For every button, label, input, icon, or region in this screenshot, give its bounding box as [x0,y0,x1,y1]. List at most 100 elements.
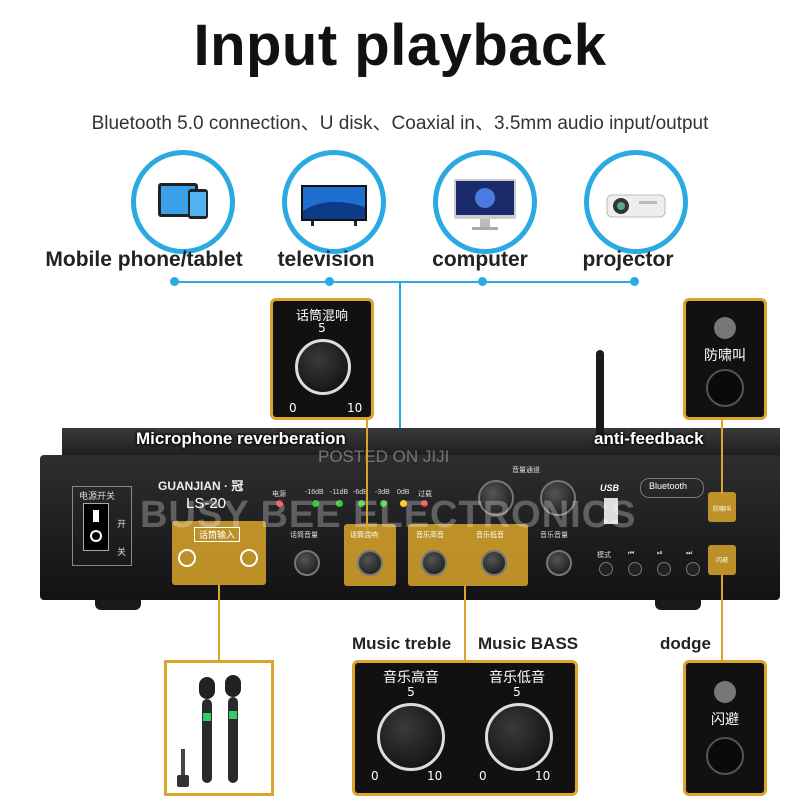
scale-min: 0 [371,769,379,783]
next-button[interactable] [686,562,700,576]
watermark-posted: POSTED ON JIJI [318,447,450,466]
scale-max: 10 [347,401,363,415]
source-phone-circle [131,150,235,254]
knob-label: 话筒混响 [350,532,378,539]
connector-dot [478,277,487,286]
channel-label: 音量通道 [512,467,540,474]
source-tv-circle [282,150,386,254]
anti-feedback-btn-label: 防啸叫 [712,507,731,513]
mic-reverb-label: Microphone reverberation [136,429,346,448]
knob-label: 音乐高音 [416,532,444,539]
channel-knob-2[interactable] [540,480,576,516]
knob-label: 音乐低音 [476,532,504,539]
mode-button[interactable] [599,562,613,576]
music-bass-big-knob [485,703,553,771]
music-treble-label: Music treble [352,634,452,653]
level-led [358,500,365,507]
anti-feedback-label: anti-feedback [594,429,704,448]
connector-dot [325,277,334,286]
music-eq-callout: 音乐高音 音乐低音 5 5 0 10 0 10 [352,660,578,796]
dodge-btn-label: 闪避 [715,558,728,564]
switch-on-label: 开 [117,519,127,529]
prev-button[interactable] [628,562,642,576]
level-led [380,500,387,507]
mic-reverb-connector [366,420,368,530]
scale-top: 5 [407,685,415,699]
watermark-shop: BUSY BEE ELECTRONICS [140,494,637,536]
amp-brand: GUANJIAN · 冠 [158,479,244,493]
amp-foot [655,600,701,610]
knob-label: 话筒音量 [290,532,318,539]
usb-port[interactable] [604,498,618,524]
power-switch[interactable] [83,503,109,551]
anti-feedback-callout: 防啸叫 [683,298,767,420]
level-led [400,500,407,507]
level-led [336,500,343,507]
phone-tablet-icon [158,183,208,219]
music-volume-knob[interactable] [546,550,572,576]
mic-input-label: 话筒输入 [194,527,241,542]
connector-dot [630,277,639,286]
dodge-big-button [706,737,744,775]
computer-icon [454,179,516,230]
music-bass-label: Music BASS [478,634,579,653]
usb-label: USB [600,483,620,493]
led-label: -3dB [375,489,390,496]
page-subtitle: Bluetooth 5.0 connection、U disk、Coaxial … [91,113,709,134]
mic-input-panel: 话筒输入 [172,521,266,585]
mode-label: 模式 [597,552,611,559]
led-label: -6dB [353,489,368,496]
indicator-light [714,317,736,339]
mic-connector [218,585,220,660]
source-label-projector: projector [582,248,674,271]
dodge-connector [721,575,723,663]
wireless-microphones-icon [177,675,241,787]
play-pause-icon: ⏯ [657,550,663,557]
mic-reverb-cn-label: 话筒混响 [295,309,348,324]
switch-off-label: 关 [117,547,127,557]
music-eq-connector [464,586,466,662]
scale-min: 0 [479,769,487,783]
antenna [596,350,604,438]
power-led [276,500,283,507]
microphone-callout [164,660,274,796]
next-icon: ⏭ [686,550,693,557]
source-computer-circle [433,150,537,254]
led-label: -16dB [305,489,324,496]
led-label: 过载 [418,491,432,498]
mic-reverb-knob[interactable] [357,550,383,576]
source-projector-circle [584,150,688,254]
anti-feedback-highlight: 防啸叫 [708,492,736,522]
prev-icon: ⏮ [628,550,635,557]
scale-min: 0 [289,401,297,415]
source-label-phone: Mobile phone/tablet [45,248,243,271]
mic-reverb-big-knob [295,339,351,395]
led-label: 0dB [397,489,410,496]
mic-jack-1[interactable] [178,549,196,567]
mic-volume-knob[interactable] [294,550,320,576]
scale-max: 10 [427,769,443,783]
page-title: Input playback [193,13,607,78]
overload-led [421,500,428,507]
music-treble-knob[interactable] [421,550,447,576]
play-pause-button[interactable] [657,562,671,576]
music-treble-big-knob [377,703,445,771]
source-connector-line [172,281,634,283]
music-treble-cn-label: 音乐高音 [383,670,439,686]
power-switch-label: 电源开关 [79,491,116,501]
scale-top: 5 [513,685,521,699]
dodge-callout: 闪避 [683,660,767,796]
connector-dot [170,277,179,286]
indicator-light [714,681,736,703]
mic-jack-2[interactable] [240,549,258,567]
amp-top-cover [62,428,780,458]
led-label: -11dB [330,489,349,496]
channel-knob-1[interactable] [478,480,514,516]
bluetooth-label: Bluetooth [649,481,688,491]
connector-down-line [399,282,401,430]
source-label-computer: computer [432,248,528,271]
amp-foot [95,600,141,610]
amp-model: LS-20 [186,495,227,512]
music-bass-knob[interactable] [481,550,507,576]
level-led [312,500,319,507]
